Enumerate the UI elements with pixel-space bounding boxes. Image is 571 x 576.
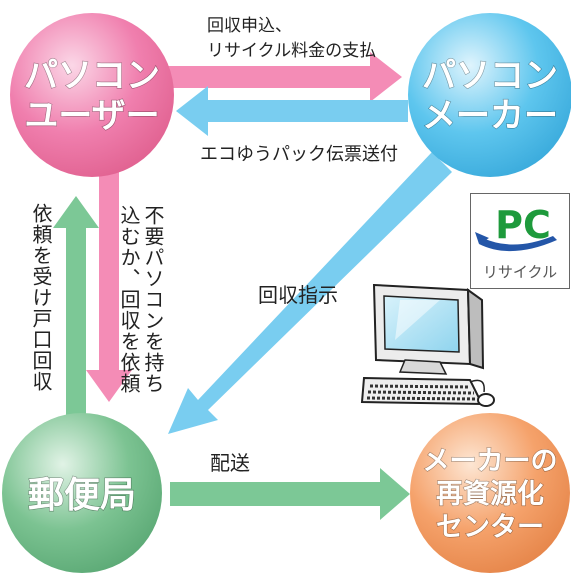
- keyboard-icon: [360, 376, 484, 406]
- node-recycling-center-label-2: 再資源化: [436, 479, 544, 510]
- pc-recycle-logo-mark: PC: [495, 203, 551, 247]
- arrow-user-to-post: [86, 170, 132, 402]
- node-post-office-label: 郵便局: [28, 475, 136, 516]
- pc-recycle-logo-icon: PC リサイクル: [470, 193, 570, 289]
- node-pc-maker-label-1: パソコン: [422, 56, 558, 96]
- arrow-post-to-user: [53, 196, 99, 420]
- pc-monitor-icon: [372, 283, 485, 375]
- node-pc-user-label-1: パソコン: [24, 56, 160, 96]
- arrow-maker-to-post: [168, 152, 452, 434]
- flow-label-ecoyu-pack: エコゆうパック伝票送付: [200, 144, 398, 165]
- flow-label-door-pickup: 依頼を受け戸口回収: [29, 203, 53, 392]
- node-pc-maker-label-2: メーカー: [422, 96, 558, 136]
- arrow-user-to-maker: [165, 52, 402, 102]
- node-post-office: 郵便局: [2, 413, 162, 573]
- node-pc-maker: パソコン メーカー: [408, 13, 571, 177]
- flow-label-collection-order: 回収指示: [258, 283, 338, 307]
- node-recycling-center: メーカーの 再資源化 センター: [410, 413, 570, 573]
- flow-label-apply-1: 回収申込、: [207, 16, 292, 36]
- node-recycling-center-label-3: センター: [436, 512, 544, 543]
- pc-recycle-mark: PC: [475, 203, 557, 252]
- node-recycling-center-label-1: メーカーの: [423, 446, 558, 477]
- arrow-maker-to-user: [176, 86, 408, 136]
- arrow-post-to-recycle: [170, 468, 410, 520]
- flow-label-bring-in-col2: 込むか、回収を依頼: [117, 205, 141, 394]
- mouse-icon: [469, 379, 495, 407]
- pc-recycle-logo-caption: リサイクル: [482, 263, 558, 281]
- flow-label-apply-2: リサイクル料金の支払: [207, 41, 376, 61]
- flow-label-delivery: 配送: [210, 451, 250, 475]
- node-pc-user: パソコン ユーザー: [10, 13, 174, 177]
- node-pc-user-label-2: ユーザー: [24, 96, 159, 136]
- flow-label-bring-in-col1: 不要パソコンを持ち: [141, 205, 165, 394]
